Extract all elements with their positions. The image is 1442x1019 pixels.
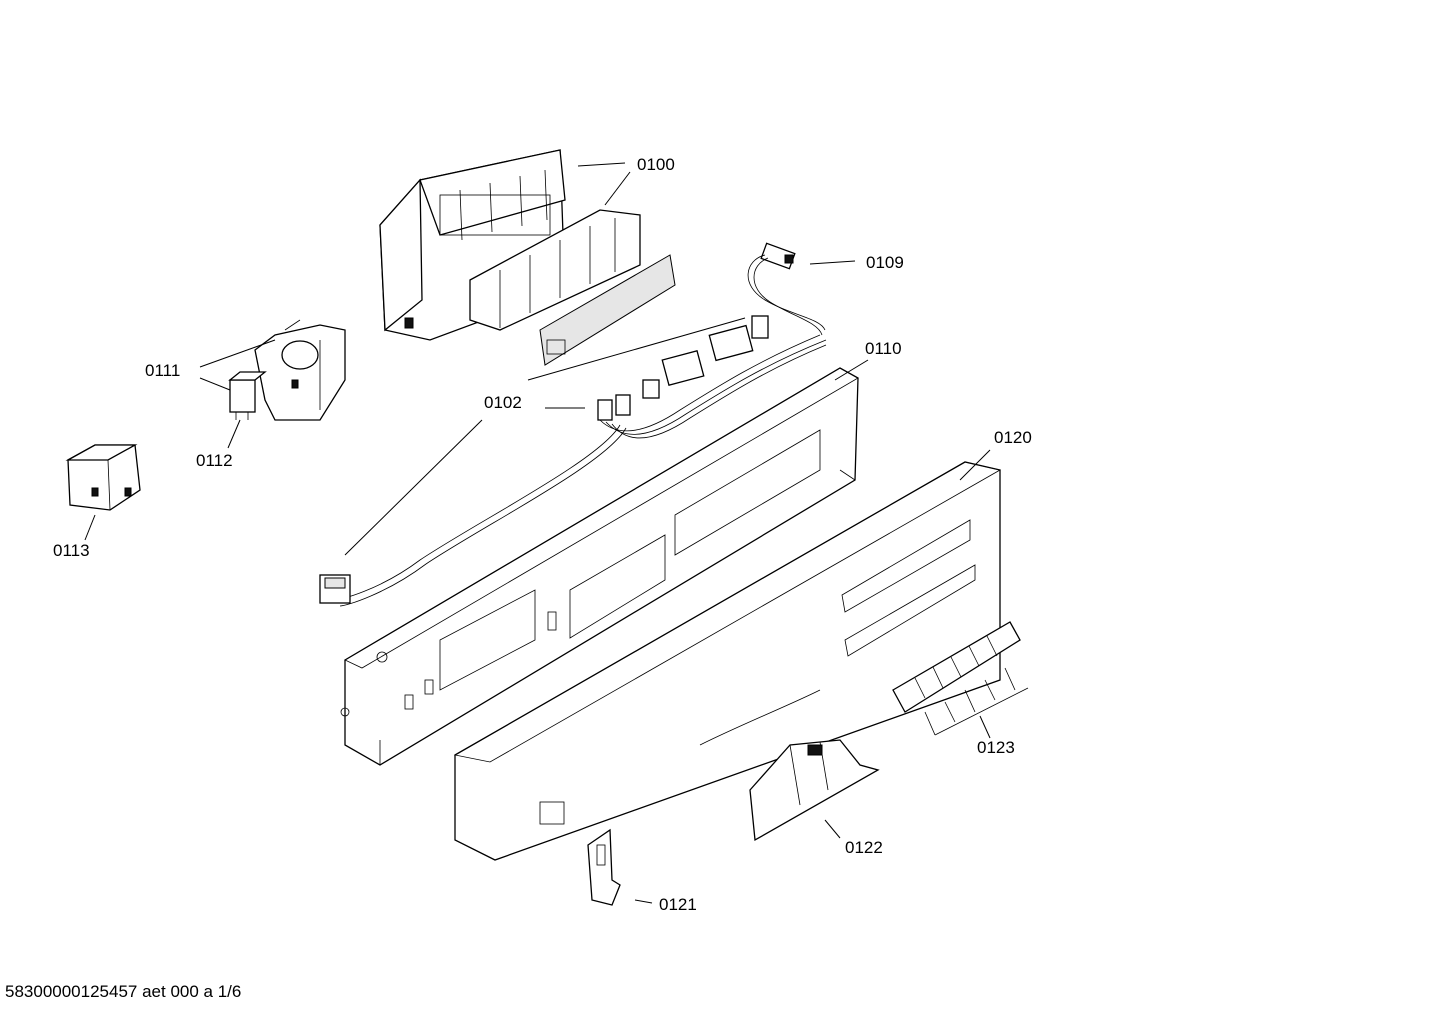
label-0102: 0102 — [484, 393, 522, 412]
part-0123-button-strip[interactable] — [892, 621, 1029, 736]
leader-lines — [84, 162, 991, 904]
part-0121-clip[interactable] — [587, 828, 621, 906]
part-0110-control-panel-frame[interactable] — [340, 367, 859, 766]
label-0122: 0122 — [845, 838, 883, 857]
part-0122-handle[interactable] — [749, 739, 880, 842]
label-0120: 0120 — [994, 428, 1032, 447]
label-0110: 0110 — [865, 339, 902, 358]
part-labels: 0100 0102 0109 0110 0111 0112 0113 0120 … — [53, 155, 1032, 914]
part-0100-control-module[interactable] — [379, 149, 676, 366]
drawing-reference-footer: 58300000125457 aet 000 a 1/6 — [5, 982, 241, 1001]
part-0102-wiring-harness[interactable] — [319, 315, 827, 607]
label-0100: 0100 — [637, 155, 675, 174]
label-0123: 0123 — [977, 738, 1015, 757]
part-0111-sensor-unit[interactable] — [254, 319, 346, 421]
label-0112: 0112 — [196, 451, 233, 470]
label-0113: 0113 — [53, 541, 90, 560]
label-0121: 0121 — [659, 895, 697, 914]
part-0113-switch-block[interactable] — [65, 444, 141, 511]
part-0120-front-fascia[interactable] — [453, 461, 1002, 861]
label-0111: 0111 — [145, 361, 180, 380]
label-0109: 0109 — [866, 253, 904, 272]
part-0112-relay[interactable] — [228, 371, 267, 420]
part-0109-connector[interactable] — [747, 242, 826, 336]
